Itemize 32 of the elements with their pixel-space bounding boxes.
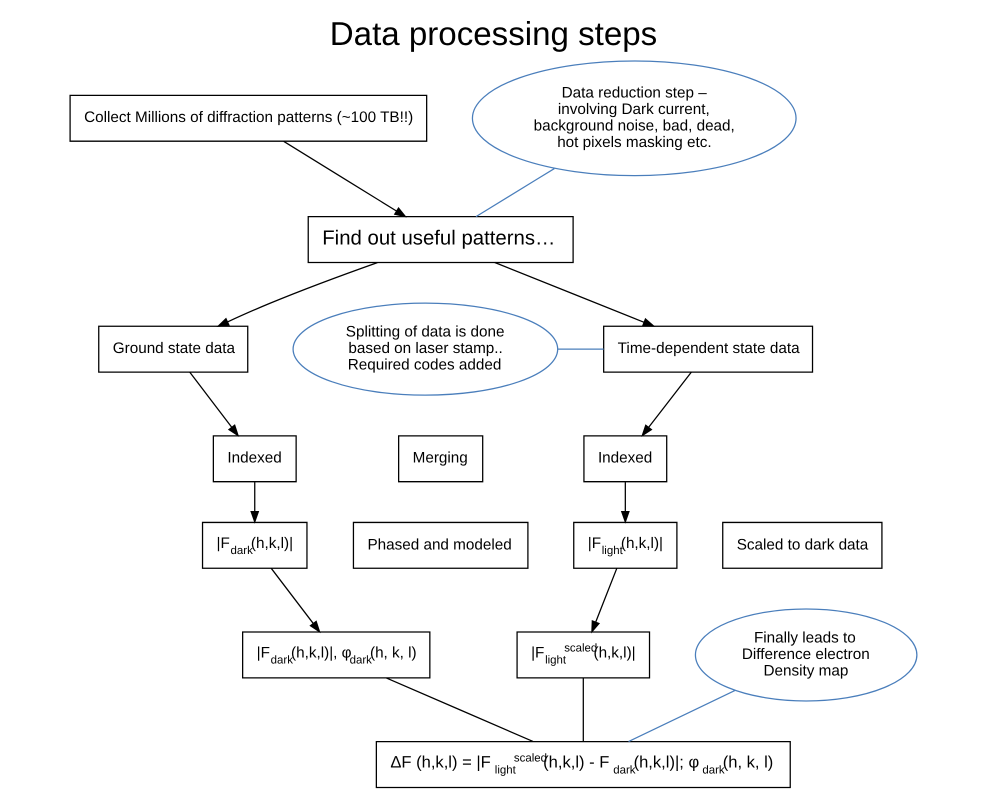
arrow [282, 140, 406, 218]
node-box: Scaled to dark data [722, 522, 882, 569]
node-box: |F$_{dark}$(h,k,l)|, φ$_{dark}$(h, k, l) [242, 631, 430, 679]
connector [628, 690, 735, 742]
node-ellipse: Splitting of data is done based on laser stamp.. Required codes added [292, 302, 558, 396]
node-box: Find out useful patterns… [307, 216, 574, 264]
diagram-title: Data processing steps [329, 16, 657, 54]
connector [582, 678, 584, 742]
node-box: Collect Millions of diffraction patterns (~100 TB!!) [68, 94, 427, 142]
connector [475, 168, 554, 218]
node-ellipse: Data reduction step – involving Dark current, background noise, bad, dead, hot pixels masking etc. [471, 60, 796, 176]
node-box: Merging [398, 435, 483, 482]
node-box: Phased and modeled [352, 522, 528, 569]
arrow [216, 262, 378, 328]
node-box: |F$_{light}$$^{scaled}$(h,k,l)| [516, 631, 650, 679]
connector [557, 348, 604, 350]
node-box: Indexed [582, 435, 667, 482]
node-box: Ground state data [98, 326, 248, 373]
node-ellipse: Finally leads to Difference electron Density map [694, 608, 918, 702]
arrow [494, 262, 655, 327]
node-box: |F$_{light}$(h,k,l)| [572, 522, 678, 569]
node-box: |F$_{dark}$(h,k,l)| [201, 522, 308, 569]
arrow [640, 372, 692, 438]
arrow [270, 568, 320, 634]
arrow [250, 482, 259, 524]
arrow [188, 372, 239, 438]
node-box: Indexed [212, 435, 296, 482]
node-box: ΔF (h,k,l) = |F$_{light}$$^{scaled}$(h,k,l) - F$_{dark}$(h,k,l)|; φ$_{dark}$(h, k, l) [375, 741, 790, 788]
connector [386, 677, 533, 742]
arrow [590, 568, 617, 634]
arrow [620, 482, 630, 524]
node-box: Time-dependent state data [602, 326, 813, 373]
